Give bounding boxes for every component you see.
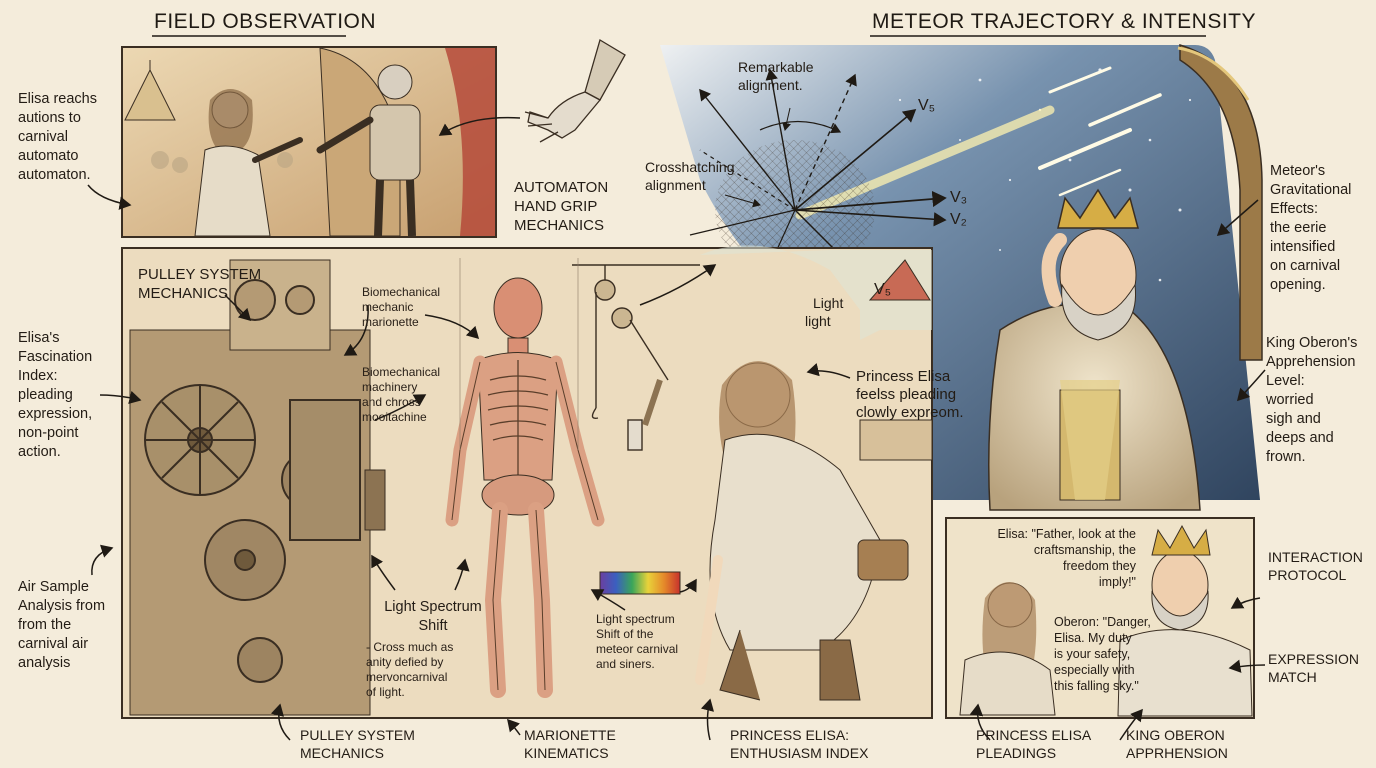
biomechanical-marionette-label: Biomechanical mechanic marionette (362, 285, 441, 329)
vector-v5-upper: V₅ (918, 97, 936, 114)
elisa-dialogue: Elisa: "Father, look at the craftsmanshi… (997, 527, 1136, 589)
automaton-hand-sketch (524, 39, 626, 143)
princess-elisa-figure (695, 245, 933, 701)
annotation-arrows (87, 116, 1266, 741)
light-spectrum-shift-desc: - Cross much as anity defied by mervonca… (366, 640, 454, 699)
automaton-hand-grip-label: AUTOMATON HAND GRIP MECHANICS (514, 179, 609, 234)
princess-feels-label: Princess Elisa feelss pleading clowly ex… (856, 368, 964, 421)
light-label: Light light (805, 295, 844, 329)
trajectory-diagram (689, 68, 947, 299)
elisa-pleadings-label: PRINCESS ELISA PLEADINGS (976, 727, 1092, 761)
fascination-index-note: Elisa's Fascination Index: pleading expr… (18, 330, 93, 460)
expression-match-label: EXPRESSION MATCH (1268, 651, 1360, 685)
marionette-kinematics-label: MARIONETTE KINEMATICS (524, 727, 616, 761)
meteor-trajectory-heading: METEOR TRAJECTORY & INTENSITY (872, 10, 1257, 33)
vector-v2: V₂ (950, 211, 967, 228)
oberon-apprehension-label: KING OBERON APPRHENSION (1126, 727, 1228, 761)
crosshatching-alignment-label: Crosshatching alignment (645, 159, 735, 193)
remarkable-alignment-label: Remarkable alignment. (738, 59, 814, 93)
king-oberon-figure (988, 188, 1201, 511)
vector-v5-lower: V₅ (874, 281, 892, 298)
light-spectrum-shift-title: Light Spectrum Shift (384, 599, 482, 634)
oberon-dialogue: Oberon: "Danger, Elisa. My duty is your … (1054, 615, 1151, 693)
air-sample-note: Air Sample Analysis from from the carniv… (18, 579, 106, 671)
elisa-enthusiasm-label: PRINCESS ELISA: ENTHUSIASM INDEX (730, 727, 869, 761)
elisa-reaches-note: Elisa reachs autions to carnival automat… (18, 91, 97, 183)
spectrum-shift-note: Light spectrum Shift of the meteor carni… (596, 612, 679, 671)
gravitational-effects-note: Meteor's Gravitational Effects: the eeri… (1270, 163, 1352, 293)
spectrum-bar (599, 571, 681, 595)
marionette-figure (445, 258, 605, 698)
pulley-system-bottom-label: PULLEY SYSTEM MECHANICS (300, 727, 415, 761)
oberon-apprehension-note: King Oberon's Apprehension Level: worrie… (1266, 335, 1358, 465)
interaction-panel (945, 517, 1255, 719)
biomechanical-machinery-label: Biomechanical machinery and chross mooit… (362, 365, 441, 424)
interaction-protocol-label: INTERACTION PROTOCOL (1268, 549, 1363, 583)
vector-v3: V₃ (950, 189, 968, 206)
pulley-system-top-label: PULLEY SYSTEM MECHANICS (138, 266, 262, 302)
field-observation-heading: FIELD OBSERVATION (154, 10, 377, 33)
machinery-panel (121, 245, 933, 719)
field-observation-panel (121, 46, 497, 238)
